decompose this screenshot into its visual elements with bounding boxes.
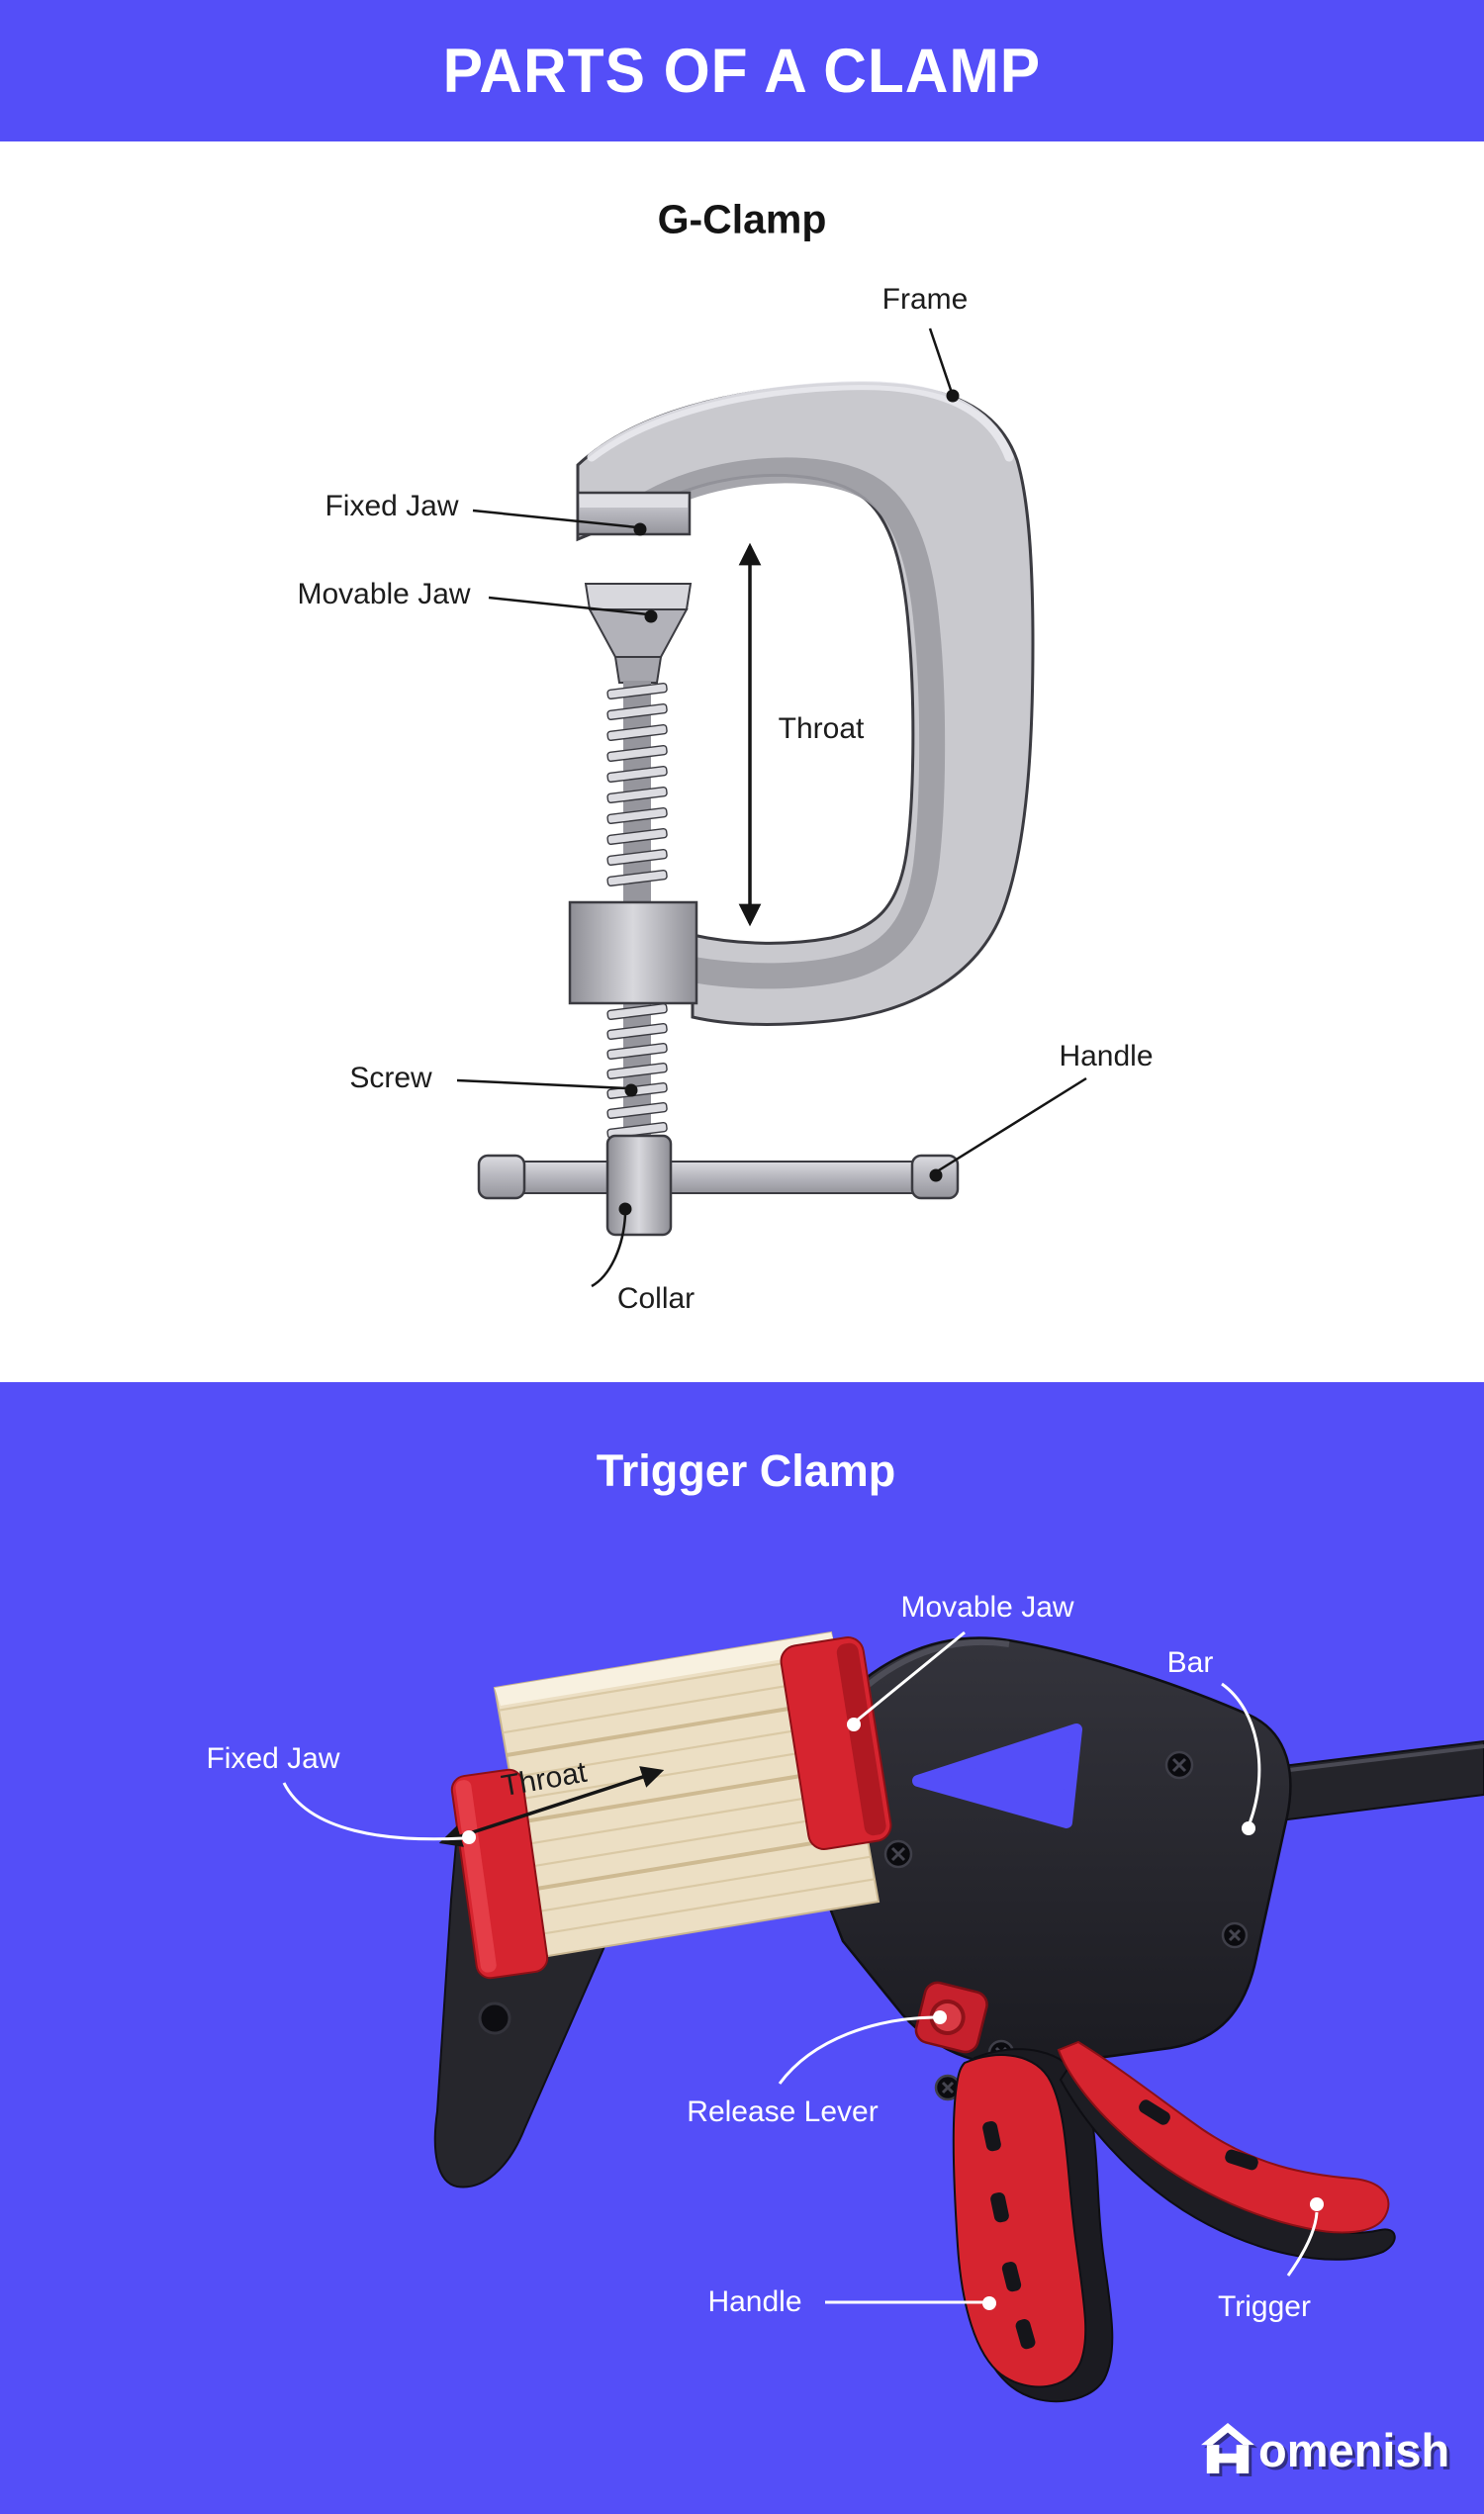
label-collar: Collar <box>616 1282 696 1315</box>
homenish-house-icon <box>1201 2422 1254 2473</box>
grip-ridges <box>982 2120 1036 2350</box>
trigger-clamp-trigger <box>1057 2040 1396 2261</box>
g-clamp-illustration <box>456 327 1087 1288</box>
label-trigger-handle: Handle <box>707 2285 802 2318</box>
label-trigger: Trigger <box>1218 2290 1311 2323</box>
header-band: PARTS OF A CLAMP <box>0 0 1484 141</box>
g-clamp-leader-dots <box>618 389 960 1216</box>
g-clamp-collar <box>605 1134 673 1237</box>
label-throat: Throat <box>778 712 865 745</box>
homenish-logo-text: omenish <box>1258 2424 1450 2476</box>
label-movable-jaw: Movable Jaw <box>297 578 471 610</box>
g-clamp-leader-lines <box>456 327 1087 1288</box>
label-bar: Bar <box>1166 1646 1214 1679</box>
trigger-clamp-leader-lines <box>282 1630 1319 2304</box>
label-trigger-fixed-jaw: Fixed Jaw <box>206 1742 340 1775</box>
label-trigger-movable-jaw: Movable Jaw <box>900 1591 1074 1624</box>
wood-block <box>493 1630 881 1959</box>
release-lever-knob <box>914 1981 988 2054</box>
g-clamp-handle-bar <box>477 1154 960 1200</box>
label-release-lever: Release Lever <box>687 2095 879 2128</box>
poster-title: PARTS OF A CLAMP <box>442 36 1042 106</box>
trigger-clamp-title: Trigger Clamp <box>596 1445 896 1496</box>
trigger-clamp-body <box>800 1636 1292 2101</box>
label-handle: Handle <box>1059 1040 1154 1072</box>
homenish-logo: omenish <box>1199 2422 1449 2473</box>
g-clamp-boss <box>568 900 698 1005</box>
trigger-clamp-illustration <box>282 1630 1484 2403</box>
trigger-clamp-leader-dots <box>462 1718 1324 2310</box>
label-frame: Frame <box>881 283 969 316</box>
label-screw: Screw <box>349 1062 432 1094</box>
trigger-clamp-movable-jaw-pad <box>780 1636 892 1850</box>
g-clamp-title: G-Clamp <box>657 196 827 242</box>
label-fixed-jaw: Fixed Jaw <box>325 490 459 522</box>
g-clamp-movable-jaw <box>584 583 693 684</box>
trigger-throat-arrow <box>438 1766 665 1847</box>
